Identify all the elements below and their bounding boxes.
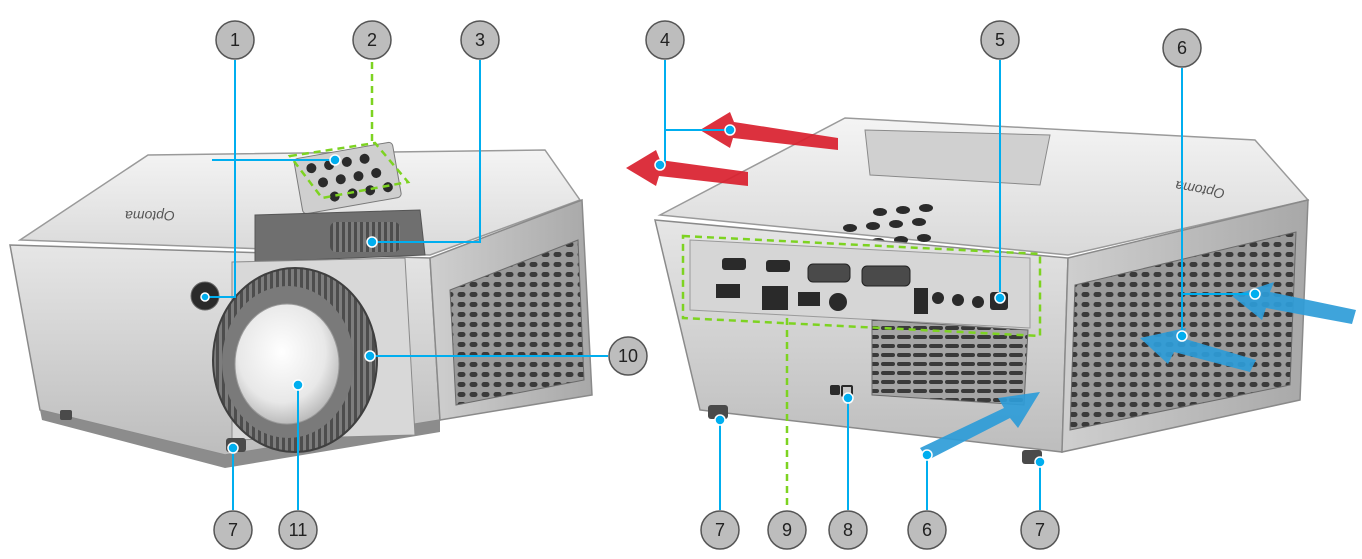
audio-jack-2 bbox=[952, 294, 964, 306]
svg-text:6: 6 bbox=[1177, 38, 1187, 58]
svg-text:6: 6 bbox=[922, 520, 932, 540]
io-ports bbox=[716, 258, 1008, 314]
projection-lens bbox=[234, 303, 340, 425]
svg-text:4: 4 bbox=[660, 30, 670, 50]
callout-2: 2 bbox=[352, 20, 392, 60]
callout-7-front: 7 bbox=[213, 510, 253, 550]
leader-1 bbox=[205, 60, 236, 298]
callout-6-side: 6 bbox=[1162, 28, 1202, 68]
side-vent-grille bbox=[449, 239, 585, 406]
rear-vent bbox=[871, 319, 1029, 406]
rj45-port bbox=[762, 286, 788, 310]
callout-3: 3 bbox=[460, 20, 500, 60]
exhaust-arrow-lower bbox=[626, 150, 748, 186]
projector-front-view: Optoma bbox=[9, 141, 593, 468]
group-highlights bbox=[287, 62, 1042, 510]
svg-text:7: 7 bbox=[1035, 520, 1045, 540]
projector-rear-view: Optoma bbox=[654, 117, 1310, 464]
exhaust-arrow-upper bbox=[700, 112, 838, 150]
usb-port-1 bbox=[716, 284, 740, 298]
callout-11: 11 bbox=[278, 510, 318, 550]
svg-text:11: 11 bbox=[289, 520, 308, 540]
callout-7-rear-right: 7 bbox=[1020, 510, 1060, 550]
dc-port bbox=[829, 293, 847, 311]
callout-1: 1 bbox=[215, 20, 255, 60]
intake-arrow-side-lower bbox=[1140, 328, 1256, 372]
zoom-ring bbox=[330, 222, 400, 252]
hdmi-port-2 bbox=[766, 260, 790, 272]
audio-jack-1 bbox=[932, 292, 944, 304]
audio-jack-3 bbox=[972, 296, 984, 308]
callout-10: 10 bbox=[608, 336, 648, 376]
svg-text:7: 7 bbox=[715, 520, 725, 540]
svg-text:5: 5 bbox=[995, 30, 1005, 50]
projector-base bbox=[40, 410, 440, 468]
rs232-port bbox=[861, 265, 911, 287]
callout-7-rear-left: 7 bbox=[700, 510, 740, 550]
callout-8: 8 bbox=[828, 510, 868, 550]
svg-text:3: 3 bbox=[475, 30, 485, 50]
callout-6-bottom: 6 bbox=[907, 510, 947, 550]
callout-badges: 1 2 3 4 5 6 6 7 7 7 8 9 10 11 bbox=[213, 20, 1202, 550]
leader-3 bbox=[372, 60, 481, 243]
intake-arrow-bottom bbox=[920, 392, 1040, 460]
usb-port-2 bbox=[798, 292, 820, 306]
leader-lines bbox=[205, 60, 1255, 510]
rear-foot-left bbox=[60, 410, 72, 420]
svg-text:7: 7 bbox=[228, 520, 238, 540]
callout-4: 4 bbox=[645, 20, 685, 60]
top-window bbox=[864, 129, 1051, 186]
svg-text:8: 8 bbox=[843, 520, 853, 540]
anchor-dots bbox=[200, 124, 1261, 468]
vga-port bbox=[807, 263, 851, 283]
svg-text:10: 10 bbox=[618, 346, 638, 366]
airflow-arrows bbox=[626, 112, 1356, 460]
usb-a-vertical bbox=[914, 288, 928, 314]
svg-text:9: 9 bbox=[782, 520, 792, 540]
intake-arrow-side-upper bbox=[1232, 282, 1356, 324]
callout-9: 9 bbox=[767, 510, 807, 550]
svg-text:1: 1 bbox=[230, 30, 240, 50]
keypad-group-box bbox=[287, 141, 411, 200]
svg-text:2: 2 bbox=[367, 30, 377, 50]
brand-logo: Optoma bbox=[125, 208, 175, 224]
hdmi-port-1 bbox=[722, 258, 746, 270]
callout-5: 5 bbox=[980, 20, 1020, 60]
